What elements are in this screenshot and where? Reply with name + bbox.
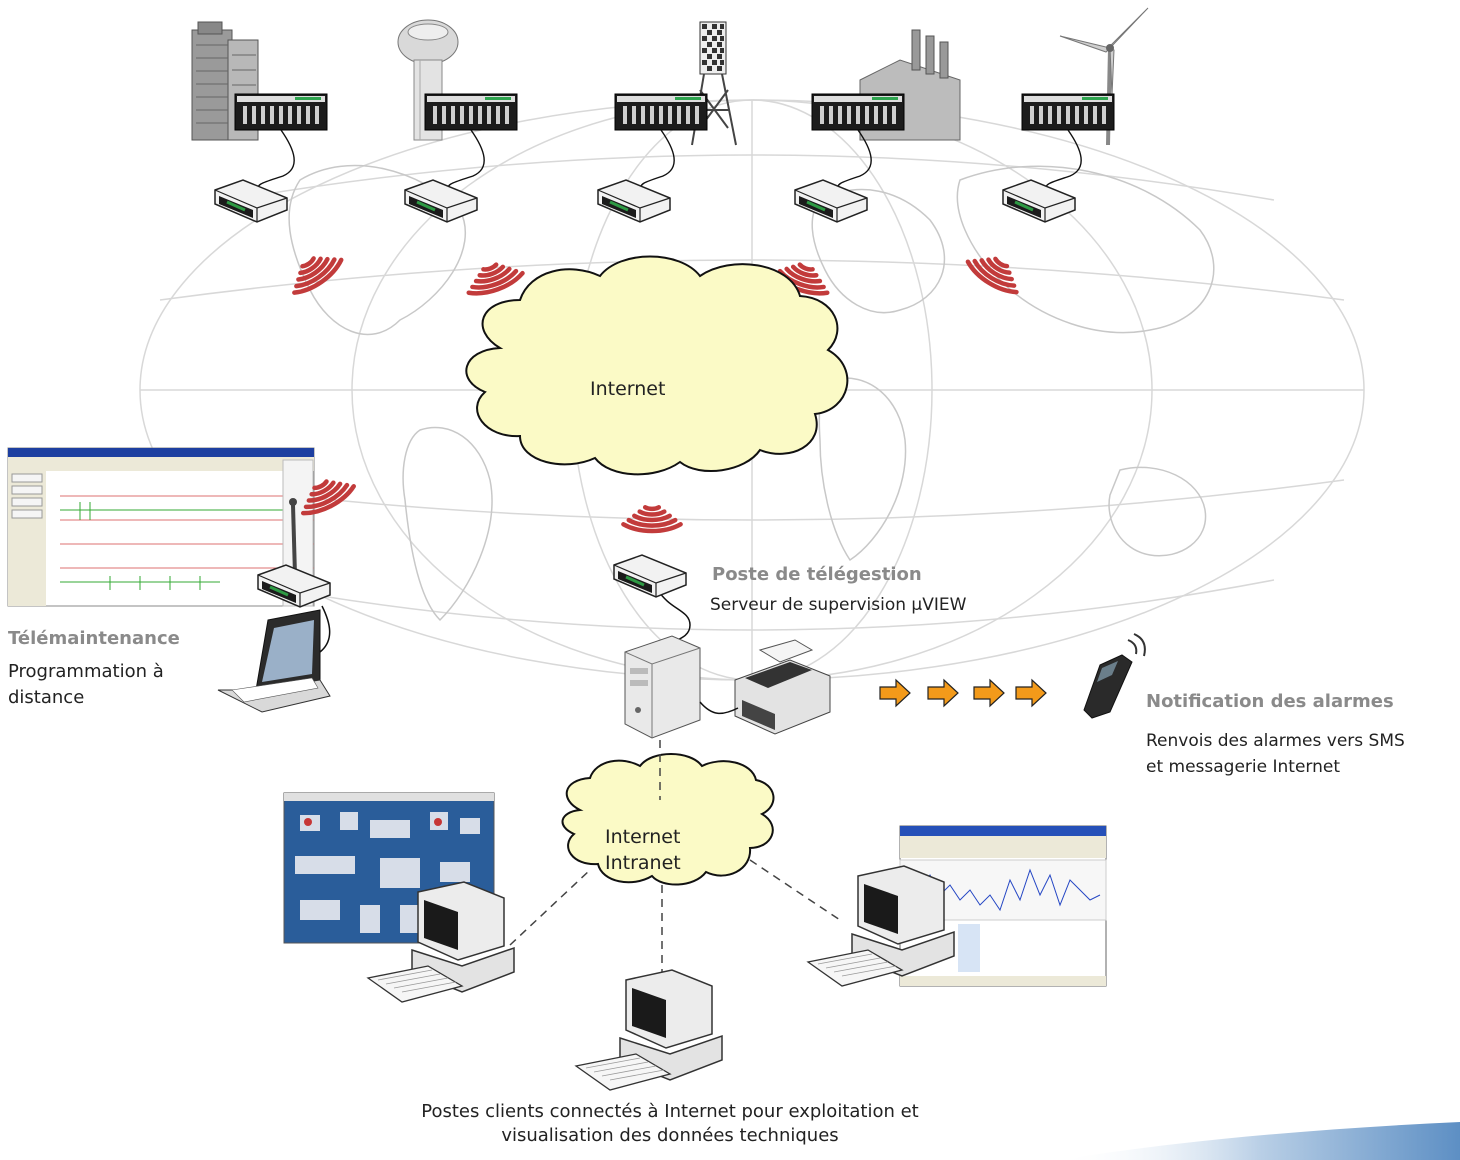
intranet-cloud-label-line1: Internet xyxy=(605,826,681,848)
site-modem-icon xyxy=(404,179,478,223)
server-tower-icon xyxy=(624,635,701,739)
intranet-cloud xyxy=(561,753,775,886)
laptop-modem-cable xyxy=(319,605,331,653)
radio-waves xyxy=(965,256,1019,295)
maintenance-radio-waves xyxy=(300,479,356,516)
alarm-arrows xyxy=(879,678,1047,708)
internet-cloud-label: Internet xyxy=(590,378,666,400)
scada-synoptic-screenshot xyxy=(283,792,495,944)
mobile-phone-icon xyxy=(1083,633,1146,719)
radio-waves xyxy=(292,256,344,295)
plc-controller xyxy=(424,93,518,131)
maintenance-line2: distance xyxy=(8,687,85,708)
lattice-tower-icon xyxy=(691,21,737,146)
plc-modem-cable xyxy=(1045,129,1082,191)
client-pc-right-icon xyxy=(806,865,955,987)
central-modem-icon xyxy=(613,554,687,598)
alarms-line2: et messagerie Internet xyxy=(1146,757,1341,777)
central-subtitle: Serveur de supervision µVIEW xyxy=(710,595,967,615)
alarms-title: Notification des alarmes xyxy=(1146,691,1394,712)
laptop-icon xyxy=(217,609,331,713)
maintenance-modem-antenna-icon xyxy=(289,498,297,576)
site-modem-icon xyxy=(597,179,671,223)
decorative-swoosh xyxy=(1060,1122,1460,1160)
clients-caption-line2: visualisation des données techniques xyxy=(501,1125,839,1146)
orange-arrow-icon xyxy=(879,678,911,708)
client-pc-center-icon xyxy=(574,969,723,1091)
printer-icon xyxy=(734,639,831,735)
radio-waves xyxy=(771,262,830,296)
central-title: Poste de télégestion xyxy=(712,564,922,585)
plc-modem-cable xyxy=(447,129,485,191)
network-links xyxy=(509,740,841,975)
orange-arrow-icon xyxy=(973,678,1005,708)
plc-controller xyxy=(1021,93,1115,131)
central-radio-waves xyxy=(621,505,683,534)
clients-caption-line1: Postes clients connectés à Internet pour… xyxy=(421,1101,919,1122)
site-modem-icon xyxy=(794,179,868,223)
radio-waves xyxy=(466,262,525,296)
maintenance-title: Télémaintenance xyxy=(8,628,180,649)
orange-arrow-icon xyxy=(927,678,959,708)
plc-controller xyxy=(234,93,328,131)
client-pc-left-icon xyxy=(366,881,515,1003)
plc-modem-cable xyxy=(640,129,675,191)
plc-controller xyxy=(811,93,905,131)
internet-cloud xyxy=(465,255,849,476)
orange-arrow-icon xyxy=(1015,678,1047,708)
plc-modem-cable xyxy=(257,129,295,191)
server-printer-cable xyxy=(699,701,739,715)
intranet-cloud-label-line2: Intranet xyxy=(605,852,681,874)
maintenance-line1: Programmation à xyxy=(8,661,164,682)
site-modem-icon xyxy=(214,179,288,223)
plc-controller xyxy=(614,93,708,131)
maintenance-modem-icon xyxy=(257,564,331,608)
site-modem-icon xyxy=(1002,179,1076,223)
alarms-line1: Renvois des alarmes vers SMS xyxy=(1146,731,1405,751)
